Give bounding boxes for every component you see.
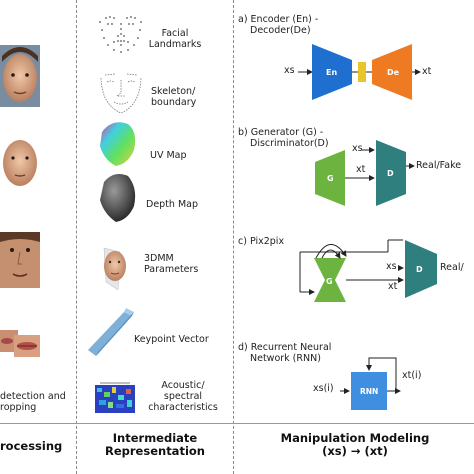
section-b-title-line2: Discriminator(D) <box>250 138 329 149</box>
middle-column-header: Intermediate Representation <box>78 432 232 458</box>
pix2pix-discriminator-block <box>405 240 437 298</box>
landmarks-label-line2: Landmarks <box>148 39 202 50</box>
pix2pix-g-label: G <box>326 277 333 286</box>
pix2pix-output-label: Real/ <box>440 262 464 273</box>
section-d-title-line1: d) Recurrent Neural <box>238 342 332 353</box>
gan-output-label: Real/Fake <box>416 160 462 171</box>
rnn-diagram <box>340 357 401 410</box>
rnn-block <box>351 372 387 410</box>
depth-map-label: Depth Map <box>146 199 199 210</box>
mouth-crops <box>0 330 40 357</box>
depth-map-icon <box>100 174 136 222</box>
section-a-title-line2: Decoder(De) <box>250 25 311 36</box>
middle-header-line2: Representation <box>105 444 205 458</box>
decoder-output-label: xt <box>422 66 432 77</box>
facial-landmarks-icon <box>99 16 142 53</box>
keypoint-label: Keypoint Vector <box>134 334 209 345</box>
gan-generator-block <box>315 150 345 206</box>
pix2pix-xs-label: xs <box>386 261 397 272</box>
encoder-decoder-diagram <box>298 44 421 100</box>
landmarks-label-line1: Facial <box>161 28 189 39</box>
section-c-title: c) Pix2pix <box>238 236 285 247</box>
section-a-title-line1: a) Encoder (En) - <box>238 14 319 25</box>
left-caption: detection and ropping <box>0 391 74 413</box>
3dmm-parameters-icon <box>103 247 126 291</box>
column-divider-right <box>233 0 234 474</box>
section-a-title: a) Encoder (En) - Decoder(De) <box>238 14 318 36</box>
gan-g-label: G <box>327 174 334 183</box>
acoustic-label-line3: characteristics <box>148 402 218 413</box>
face-photo-3 <box>0 232 40 288</box>
rnn-input-label: xs(i) <box>313 383 334 394</box>
3dmm-label: 3DMM Parameters <box>144 253 198 275</box>
encoder-input-label: xs <box>284 65 295 76</box>
left-caption-line1: detection and <box>0 391 66 402</box>
section-b-title: b) Generator (G) - Discriminator(D) <box>238 127 329 149</box>
right-column-header: Manipulation Modeling (xs) → (xt) <box>236 432 474 458</box>
uv-map-icon <box>100 122 136 166</box>
face-photo-2 <box>3 140 37 186</box>
pix2pix-diagram <box>299 239 437 302</box>
gan-xt-label: xt <box>356 164 366 175</box>
gan-diagram <box>315 140 415 206</box>
skeleton-label-line2: boundary <box>151 97 197 108</box>
spectrogram-icon <box>95 382 135 413</box>
gan-d-label: D <box>387 169 394 178</box>
pix2pix-xt-label: xt <box>388 281 398 292</box>
landmarks-label: Facial Landmarks <box>140 28 210 50</box>
skeleton-boundary-icon <box>100 73 142 114</box>
keypoint-vector-icon <box>88 308 134 356</box>
encoder-label: En <box>326 68 338 77</box>
uv-map-label: UV Map <box>150 150 187 161</box>
section-d-title: d) Recurrent Neural Network (RNN) <box>238 342 331 364</box>
pix2pix-generator-block <box>314 258 346 302</box>
gan-xs-label: xs <box>352 143 363 154</box>
decoder-label: De <box>387 68 400 77</box>
section-d-title-line2: Network (RNN) <box>250 353 321 364</box>
section-b-title-line1: b) Generator (G) - <box>238 127 324 138</box>
rnn-output-label: xt(i) <box>402 370 422 381</box>
face-photo-1 <box>0 45 40 107</box>
acoustic-label: Acoustic/ spectral characteristics <box>140 380 226 413</box>
column-divider-left <box>76 0 77 474</box>
middle-header-line1: Intermediate <box>112 431 198 445</box>
left-caption-line2: ropping <box>0 402 37 413</box>
pix2pix-d-label: D <box>416 265 423 274</box>
rnn-block-label: RNN <box>360 387 379 396</box>
gan-discriminator-block <box>376 140 406 206</box>
decoder-block <box>372 44 412 100</box>
encoder-block <box>312 44 352 100</box>
right-header-line2: (xs) → (xt) <box>322 444 388 458</box>
3dmm-label-line1: 3DMM <box>144 253 174 264</box>
latent-block <box>358 62 366 82</box>
3dmm-label-line2: Parameters <box>144 264 199 275</box>
acoustic-label-line1: Acoustic/ <box>161 380 205 391</box>
left-column-header: rocessing <box>0 439 63 453</box>
skeleton-label: Skeleton/ boundary <box>151 86 196 108</box>
header-divider <box>0 423 474 424</box>
acoustic-label-line2: spectral <box>163 391 203 402</box>
right-header-line1: Manipulation Modeling <box>280 431 430 445</box>
skeleton-label-line1: Skeleton/ <box>151 86 196 97</box>
